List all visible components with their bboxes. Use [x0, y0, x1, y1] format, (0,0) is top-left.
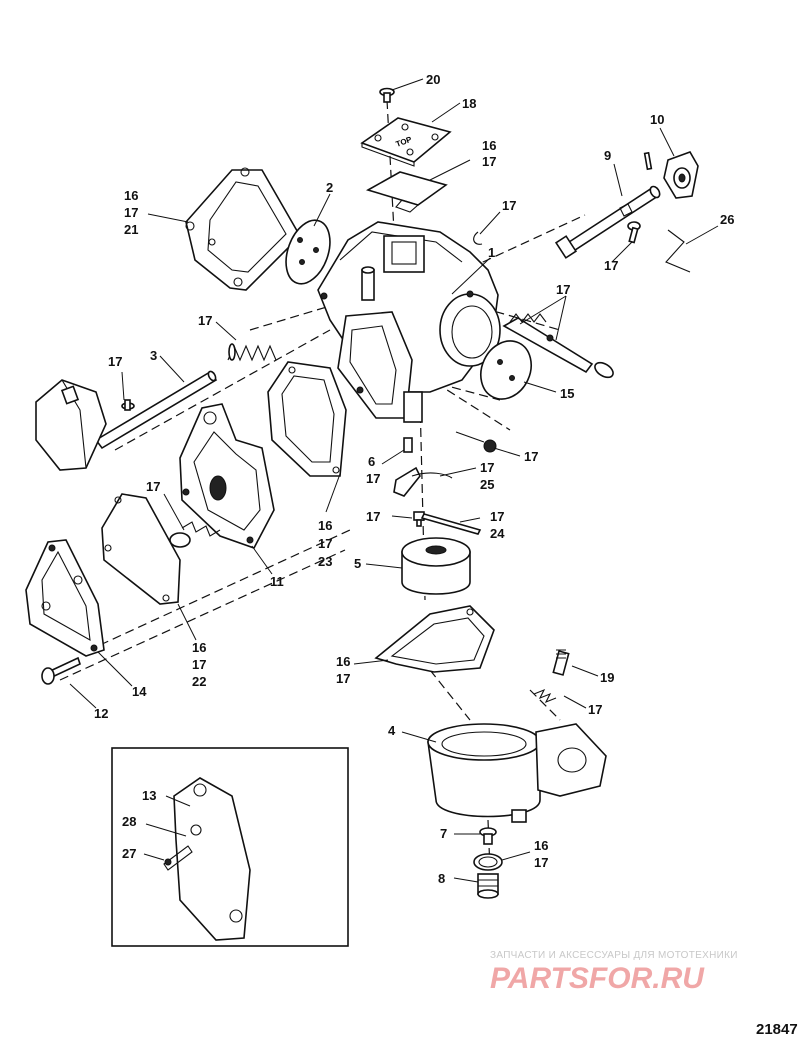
callout-8: 8 [438, 871, 445, 886]
callout-2: 2 [326, 180, 333, 195]
callout-17-screw-right: 17 [604, 258, 618, 273]
callout-18: 18 [462, 96, 476, 111]
callout-17-valve: 17 [146, 479, 160, 494]
callout-17-pump: 17 [192, 657, 206, 672]
adjusting-screw-19 [552, 649, 570, 676]
callout-6: 6 [368, 454, 375, 469]
screw-12 [41, 656, 81, 685]
callout-22: 22 [192, 674, 206, 689]
callout-17-24a: 17 [490, 509, 504, 524]
watermark-brand: PARTSFOR.RU [490, 962, 705, 995]
carburetor-body-1 [317, 221, 501, 423]
callout-17-mid: 17 [318, 536, 332, 551]
callout-21: 21 [124, 222, 138, 237]
throttle-lever-10 [663, 151, 699, 199]
check-valve-17 [169, 521, 221, 548]
callout-16-top: 16 [482, 138, 496, 153]
float-arm-6 [393, 437, 421, 497]
callout-24: 24 [490, 526, 505, 541]
callout-10: 10 [650, 112, 664, 127]
callout-16-mid: 16 [318, 518, 332, 533]
callout-12: 12 [94, 706, 108, 721]
bowl-gasket [374, 605, 495, 673]
link-rod-26 [665, 229, 691, 273]
float-pin-24 [420, 513, 482, 535]
callout-5: 5 [354, 556, 361, 571]
callout-16-left: 16 [124, 188, 138, 203]
callout-17-left: 17 [124, 205, 138, 220]
clip-17 [473, 231, 483, 245]
callout-16-pump: 16 [192, 640, 206, 655]
watermark-tagline: ЗАПЧАСТИ И АКСЕССУАРЫ ДЛЯ МОТОТЕХНИКИ [490, 950, 738, 961]
needle-17-side [455, 431, 497, 453]
callout-26: 26 [720, 212, 734, 227]
screw-20 [379, 87, 395, 103]
callout-27: 27 [122, 846, 136, 861]
callout-4: 4 [388, 723, 396, 738]
figure-number: 21847 [756, 1021, 798, 1038]
callout-17-bottom: 17 [534, 855, 548, 870]
callout-17-spring: 17 [198, 313, 212, 328]
shaft-pin [643, 151, 653, 171]
callout-17-25a: 17 [480, 460, 494, 475]
callout-28: 28 [122, 814, 136, 829]
callout-15: 15 [560, 386, 574, 401]
callout-13: 13 [142, 788, 156, 803]
callout-17-mix: 17 [556, 282, 570, 297]
spring-17 [227, 343, 277, 362]
callout-3: 3 [150, 348, 157, 363]
screw-7 [479, 827, 497, 845]
callout-16-bowl: 16 [336, 654, 350, 669]
callout-labels: 20 18 16 17 10 9 16 17 21 2 17 26 17 1 1… [94, 72, 734, 886]
callout-1: 1 [488, 245, 495, 260]
diaphragm-2 [285, 219, 331, 285]
mixture-needle-assembly [502, 313, 614, 379]
throttle-plate-15 [480, 340, 532, 400]
callout-20: 20 [426, 72, 440, 87]
diaphragm-gasket-22 [101, 493, 181, 605]
gasket-23 [267, 361, 347, 477]
callout-19: 19 [600, 670, 614, 685]
callout-25: 25 [480, 477, 494, 492]
float-5 [401, 537, 471, 595]
screw-17-left [121, 399, 135, 411]
callout-17-bowl-spring: 17 [588, 702, 602, 717]
throttle-shaft-9 [554, 185, 661, 259]
fuel-pump-11 [179, 403, 275, 549]
choke-shaft-3 [35, 370, 218, 471]
inset-detail [111, 747, 349, 947]
pump-cover-14 [25, 539, 105, 657]
top-cover-plate-18: TOP [360, 117, 452, 167]
callout-16-bottom: 16 [534, 838, 548, 853]
callout-23: 23 [318, 554, 332, 569]
top-gasket [365, 171, 448, 213]
callout-17-clip: 17 [502, 198, 516, 213]
clip-25 [411, 472, 453, 479]
leader-lines [69, 78, 719, 883]
callout-17-top: 17 [482, 154, 496, 169]
callout-14: 14 [132, 684, 147, 699]
callout-17-bowl: 17 [336, 671, 350, 686]
callout-6-17: 17 [366, 471, 380, 486]
callout-11: 11 [270, 574, 284, 589]
cover-gasket-21 [185, 167, 301, 291]
screw-17-right [627, 221, 641, 244]
o-ring-bottom [473, 853, 503, 871]
callout-7: 7 [440, 826, 447, 841]
spring-17-bowl [533, 688, 557, 704]
float-bowl-4 [427, 723, 607, 823]
callout-17-pin: 17 [366, 509, 380, 524]
callout-17-needle: 17 [524, 449, 538, 464]
screw-17-float [413, 511, 425, 527]
callout-9: 9 [604, 148, 611, 163]
drain-plug-8 [477, 873, 499, 899]
callout-17-screw-left: 17 [108, 354, 122, 369]
watermark: ЗАПЧАСТИ И АКСЕССУАРЫ ДЛЯ МОТОТЕХНИКИ PA… [490, 950, 738, 995]
